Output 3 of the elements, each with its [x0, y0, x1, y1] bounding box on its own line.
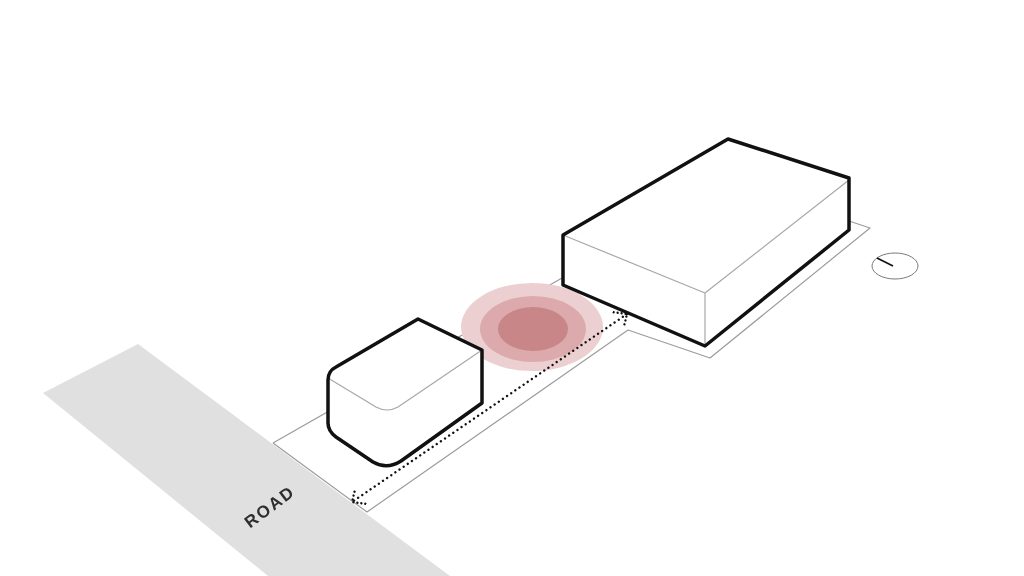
dotted-arrow	[350, 311, 629, 505]
road-band	[43, 344, 450, 576]
building-block	[560, 136, 852, 349]
